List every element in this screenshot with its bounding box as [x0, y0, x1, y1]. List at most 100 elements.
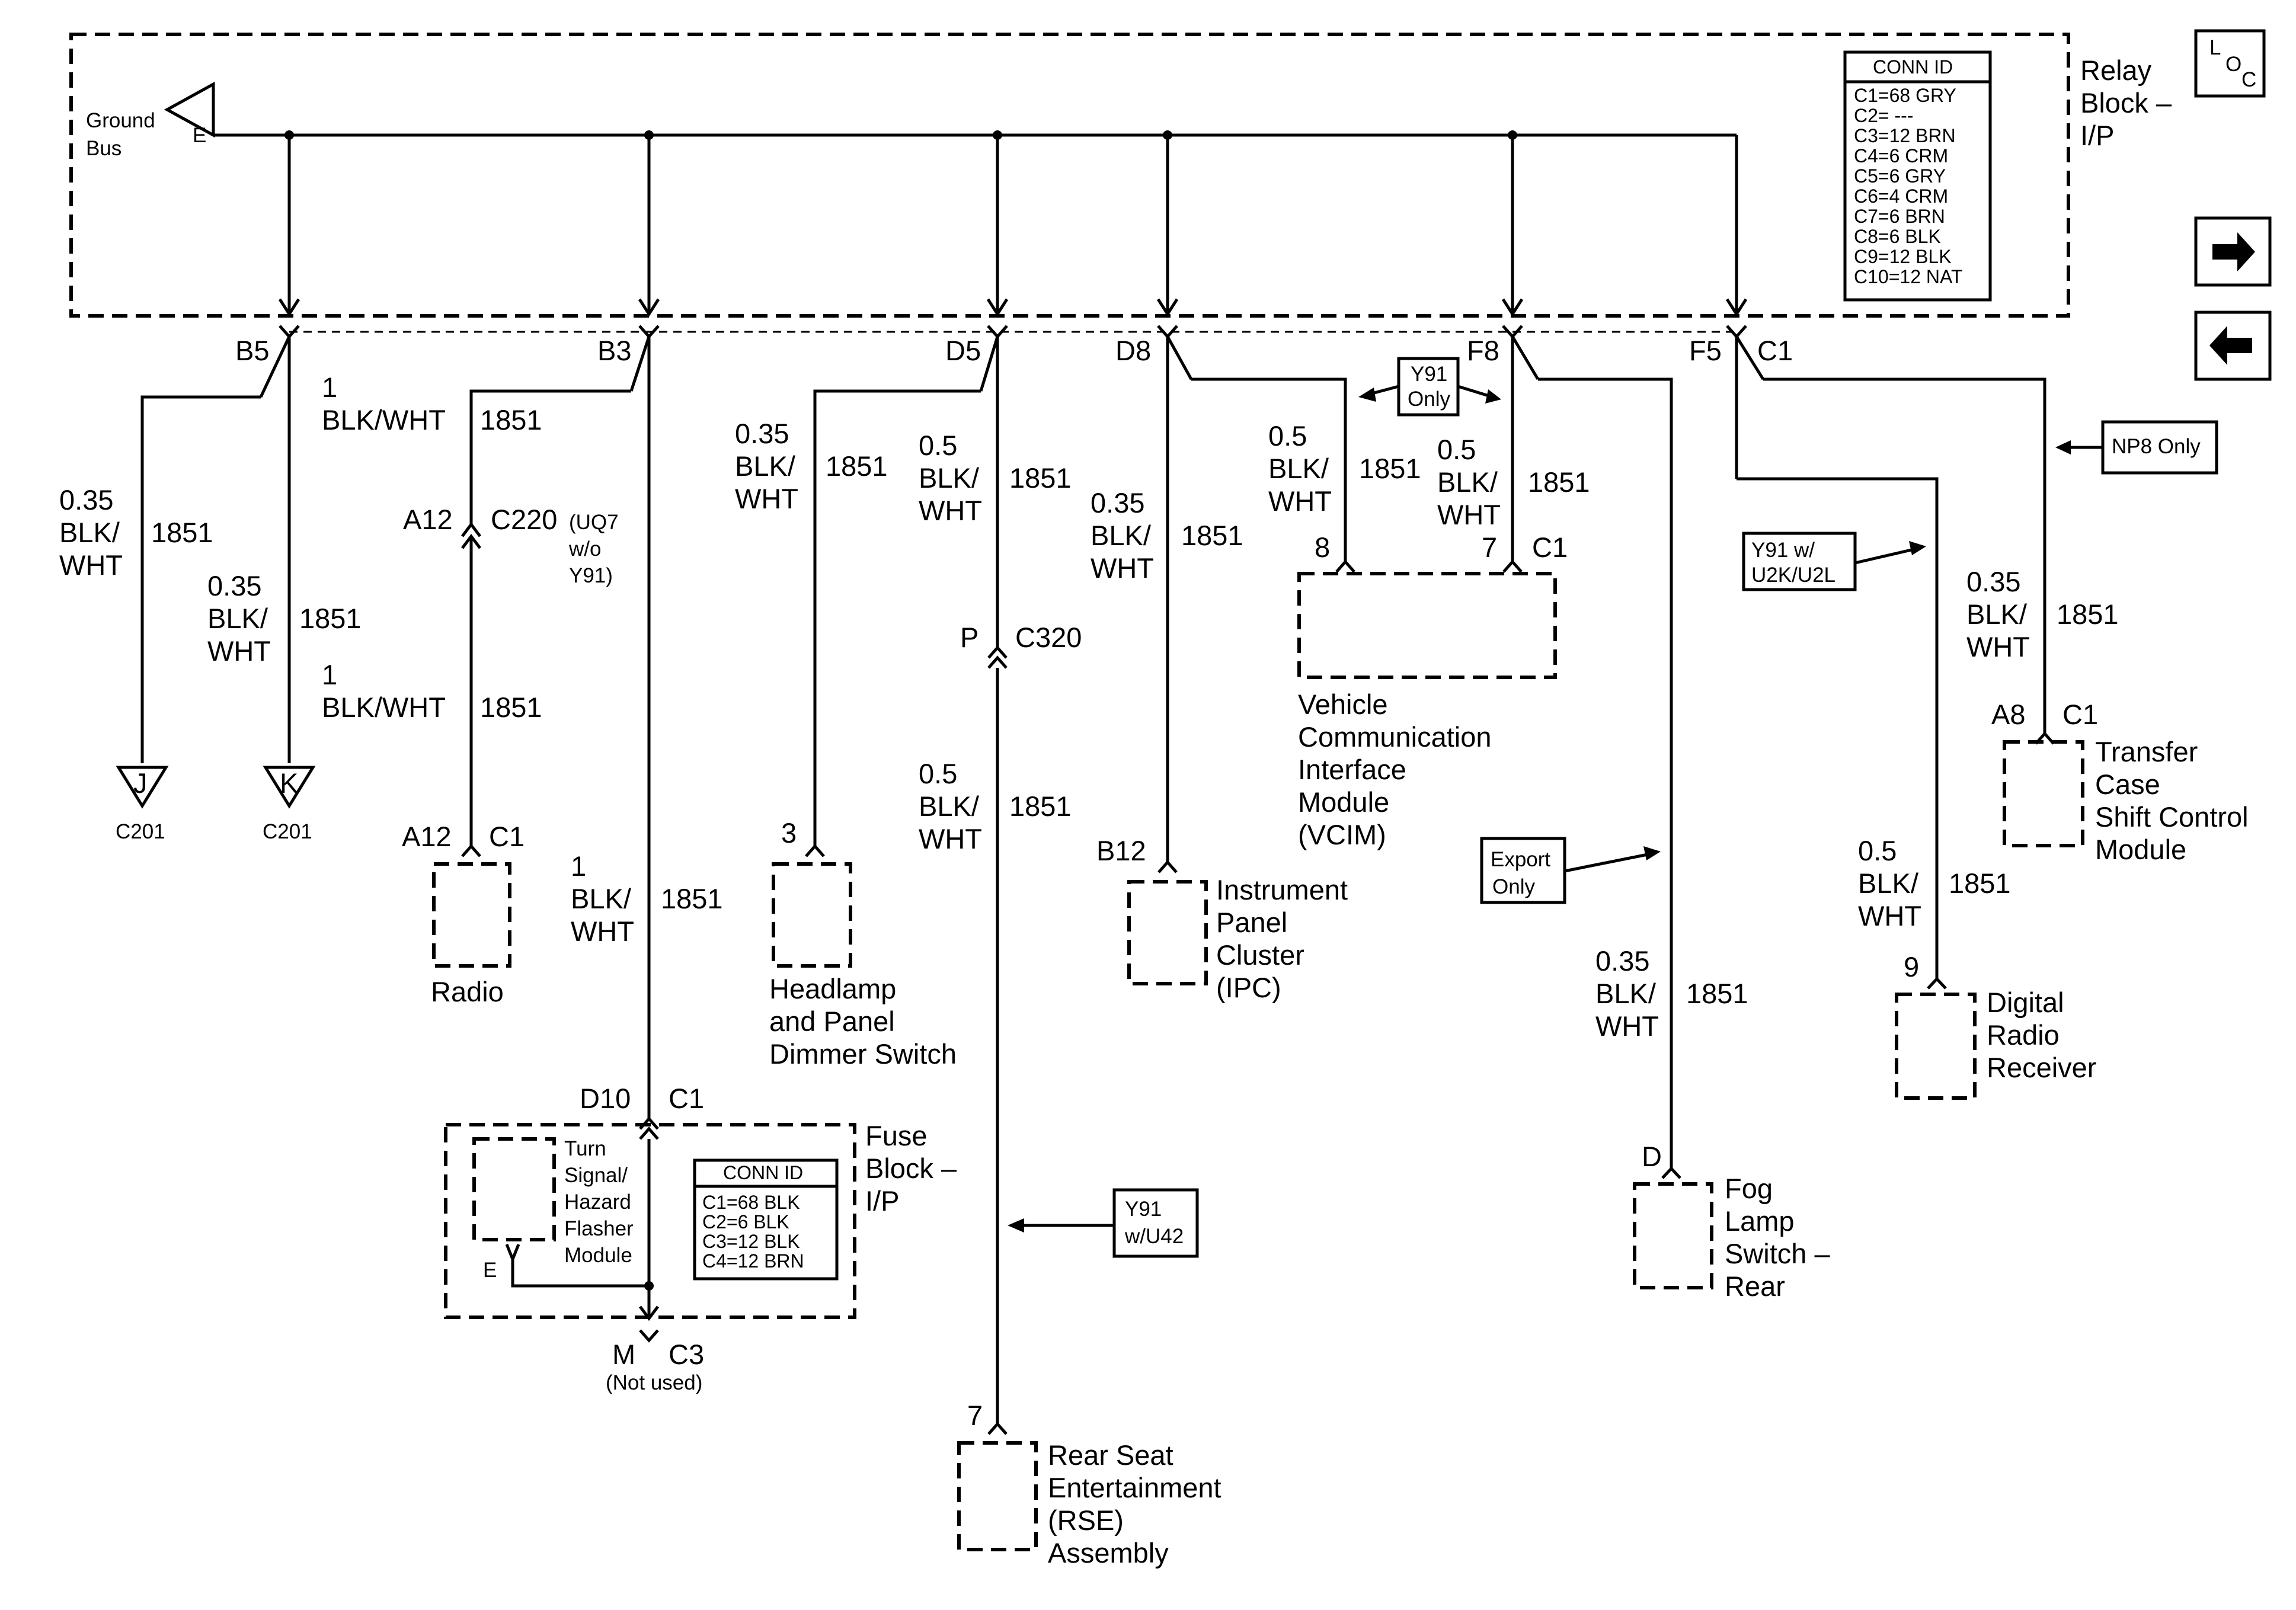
f8-fog-circuit: 1851 — [1686, 978, 1748, 1009]
c220-note-3: Y91) — [569, 564, 613, 587]
drr-pin: 9 — [1904, 951, 1919, 982]
y91-u2k-callout — [1742, 532, 1926, 591]
relay-block-label-3: I/P — [2080, 120, 2114, 151]
fuse-bottom-note: (Not used) — [606, 1371, 702, 1394]
fog-pin: D — [1642, 1141, 1662, 1172]
c320-rse-size: 0.5 — [919, 758, 957, 789]
rse-name-3: (RSE) — [1048, 1505, 1124, 1536]
relay-conn-row: C7=6 BRN — [1854, 206, 1945, 227]
c220-radio-color: BLK/WHT — [322, 692, 446, 723]
f5-wires — [1735, 335, 2055, 990]
next-page-button[interactable] — [2194, 216, 2272, 287]
c220-pin: A12 — [403, 504, 453, 535]
f8-vcim-color: BLK/ — [1437, 466, 1498, 498]
rse-pin: 7 — [967, 1400, 983, 1431]
pin-b5: B5 — [235, 335, 270, 366]
radio-pin: A12 — [402, 821, 452, 852]
relay-conn-id-table: CONN ID C1=68 GRY C2= --- C3=12 BRN C4=6… — [1843, 50, 1992, 302]
loc-button[interactable]: L O C — [2194, 29, 2266, 98]
y91-u2k-line-2: U2K/U2L — [1751, 564, 1835, 587]
f5-drr-circuit: 1851 — [1949, 868, 2011, 899]
f8-fog-size: 0.35 — [1595, 945, 1649, 977]
f8-fog-color2: WHT — [1595, 1010, 1659, 1042]
np8-only-callout — [2055, 420, 2218, 475]
relay-conn-row: C4=6 CRM — [1854, 145, 1948, 167]
relay-conn-row: C10=12 NAT — [1854, 266, 1963, 287]
f5-drr-color2: WHT — [1858, 900, 1921, 932]
ground-bus-label-1: Ground — [86, 109, 155, 132]
prev-page-button[interactable] — [2194, 311, 2272, 381]
flasher-label-1: Turn — [564, 1137, 606, 1160]
flasher-label-2: Signal/ — [564, 1164, 628, 1187]
drr-name-2: Radio — [1987, 1019, 2060, 1051]
y91-u42-line-1: Y91 — [1125, 1198, 1162, 1221]
rse-name-4: Assembly — [1048, 1537, 1169, 1569]
y91-only-callout — [1358, 357, 1501, 417]
radio-name: Radio — [431, 976, 504, 1007]
b5-j-color2: WHT — [59, 549, 123, 581]
ipc-name-3: Cluster — [1216, 939, 1304, 971]
headlamp-name-1: Headlamp — [769, 973, 896, 1004]
flasher-pin-e: E — [483, 1259, 497, 1282]
tcsc-name-2: Case — [2095, 769, 2160, 800]
fuse-conn-row: C1=68 BLK — [702, 1192, 800, 1213]
vcim-name-3: Interface — [1298, 754, 1406, 785]
c320-rse-color: BLK/ — [919, 790, 980, 822]
c201-k-name: C201 — [263, 820, 312, 843]
c201-j-letter: J — [133, 767, 148, 799]
radio-conn: C1 — [489, 821, 525, 852]
y91-only-line-1: Y91 — [1411, 363, 1447, 386]
ground-bus-label-2: Bus — [86, 137, 121, 160]
fog-component — [1633, 1182, 1713, 1289]
f8-wires — [1502, 335, 1681, 1179]
rse-component — [957, 1441, 1038, 1551]
c220-note-2: w/o — [568, 537, 601, 561]
c320-rse-color2: WHT — [919, 823, 982, 854]
fuse-conn-row: C3=12 BLK — [702, 1231, 800, 1252]
b5-j-circuit: 1851 — [151, 517, 213, 548]
d8-ipc-color: BLK/ — [1091, 520, 1152, 551]
d8-ipc-color2: WHT — [1091, 552, 1154, 584]
c1-tcsc-size: 0.35 — [1966, 566, 2020, 597]
fuse-conn-header: CONN ID — [723, 1162, 803, 1183]
f8-vcim-color2: WHT — [1437, 499, 1501, 530]
vcim-component — [1297, 572, 1557, 679]
d8-vcim-color: BLK/ — [1268, 453, 1329, 484]
c320-rse-circuit: 1851 — [1009, 790, 1072, 822]
headlamp-name-3: Dimmer Switch — [769, 1038, 957, 1070]
ground-bus-letter: E — [193, 124, 206, 147]
d8-vcim-color2: WHT — [1268, 485, 1332, 517]
flasher-label-3: Hazard — [564, 1190, 631, 1214]
c320-pin: P — [960, 622, 978, 653]
c320-name: C320 — [1015, 622, 1082, 653]
rse-name-1: Rear Seat — [1048, 1439, 1173, 1471]
drr-component — [1895, 993, 1977, 1100]
ipc-name-4: (IPC) — [1216, 972, 1281, 1003]
d5-c320-size: 0.5 — [919, 430, 957, 461]
c201-k-letter: K — [280, 767, 298, 799]
tcsc-pin: A8 — [1991, 699, 2026, 730]
loc-l: L — [2209, 36, 2221, 59]
relay-conn-row: C5=6 GRY — [1854, 165, 1946, 187]
d8-wires — [1157, 335, 1355, 873]
pin-f8: F8 — [1467, 335, 1499, 366]
bus-drops — [278, 130, 1748, 317]
pin-f5: F5 — [1689, 335, 1722, 366]
pin-d5: D5 — [945, 335, 981, 366]
c201-k-icon — [263, 766, 316, 809]
y91-u2k-line-1: Y91 w/ — [1751, 539, 1815, 562]
tcsc-component — [2003, 740, 2084, 847]
d5-wires — [805, 336, 1008, 1435]
relay-conn-row: C2= --- — [1854, 105, 1913, 126]
relay-conn-header: CONN ID — [1873, 56, 1953, 78]
relay-conn-row: C3=12 BRN — [1854, 125, 1956, 146]
c220-note-1: (UQ7 — [569, 511, 619, 534]
ipc-pin: B12 — [1096, 835, 1146, 866]
flasher-wire — [505, 1244, 649, 1288]
relay-block-label-2: Block – — [2080, 87, 2172, 119]
fog-name-3: Switch – — [1725, 1238, 1830, 1269]
d5-hl-color: BLK/ — [735, 450, 796, 482]
headlamp-component — [772, 862, 852, 968]
loc-o: O — [2225, 53, 2241, 76]
